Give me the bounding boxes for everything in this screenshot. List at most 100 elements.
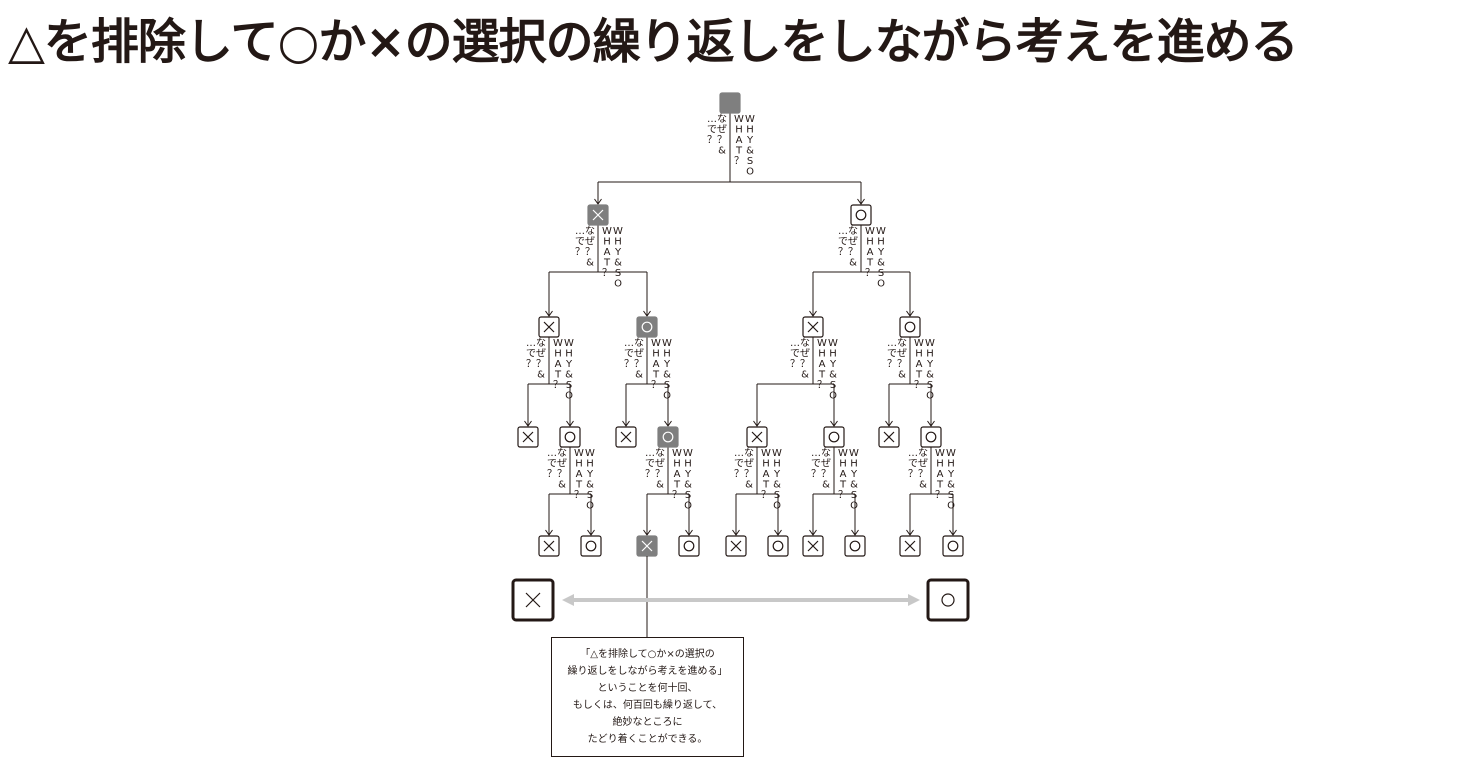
arrow-head [906, 529, 914, 536]
circle-icon [641, 321, 653, 333]
arrow-head [885, 420, 893, 427]
label-then: …で？ [707, 114, 717, 146]
arrow-head [594, 198, 602, 205]
label-why: なぜ？& [897, 337, 907, 381]
arrow-head [545, 529, 553, 536]
label-then: …で？ [645, 448, 655, 480]
cross-icon [751, 431, 763, 443]
arrow-head [851, 529, 859, 536]
arrow-head [753, 420, 761, 427]
label-why: なぜ？& [536, 337, 546, 381]
node-circle [767, 535, 789, 557]
cross-icon [592, 209, 604, 221]
arrow-head [643, 310, 651, 317]
label-why: なぜ？& [717, 113, 727, 157]
circle-icon [925, 431, 937, 443]
cross-icon [730, 540, 742, 552]
arrow-head [622, 420, 630, 427]
node-circle [580, 535, 602, 557]
explanation-box: 「△を排除して○か×の選択の 繰り返しをしながら考えを進める」 ということを何十… [551, 637, 744, 757]
node-circle [636, 316, 658, 338]
arrow-head [566, 420, 574, 427]
note-line-4: もしくは、何百回も繰り返して、 [572, 700, 723, 711]
note-line-2: 繰り返しをしながら考えを進める」 [567, 666, 728, 677]
arrow-head [906, 310, 914, 317]
arrow-head [809, 529, 817, 536]
range-arrow-left [562, 594, 574, 606]
cross-icon [525, 592, 541, 608]
circle-icon [904, 321, 916, 333]
node-circle [899, 316, 921, 338]
range-arrow-right [908, 594, 920, 606]
cross-icon [620, 431, 632, 443]
label-then: …で？ [547, 448, 557, 480]
arrow-head [643, 529, 651, 536]
circle-icon [947, 540, 959, 552]
circle-icon [828, 431, 840, 443]
node-circle [657, 426, 679, 448]
label-then: …で？ [887, 338, 897, 370]
label-then: …で？ [575, 226, 585, 258]
cross-icon [543, 321, 555, 333]
circle-icon [683, 540, 695, 552]
label-then: …で？ [811, 448, 821, 480]
arrow-head [857, 198, 865, 205]
note-line-3: ということを何十回、 [597, 683, 698, 694]
cross-icon [641, 540, 653, 552]
label-why: なぜ？& [557, 447, 567, 491]
arrow-head [587, 529, 595, 536]
arrow-head [949, 529, 957, 536]
label-then: …で？ [526, 338, 536, 370]
node-circle [823, 426, 845, 448]
node-circle [920, 426, 942, 448]
label-then: …で？ [624, 338, 634, 370]
cross-icon [543, 540, 555, 552]
circle-icon [585, 540, 597, 552]
circle-icon [564, 431, 576, 443]
arrow-head [927, 420, 935, 427]
label-why: なぜ？& [655, 447, 665, 491]
arrow-head [809, 310, 817, 317]
arrow-head [545, 310, 553, 317]
label-why: なぜ？& [848, 225, 858, 269]
node-circle [844, 535, 866, 557]
label-why: なぜ？& [634, 337, 644, 381]
circle-icon [855, 209, 867, 221]
cross-icon [904, 540, 916, 552]
arrow-head [524, 420, 532, 427]
label-why: なぜ？& [821, 447, 831, 491]
node-circle [850, 204, 872, 226]
note-line-1: 「△を排除して○か×の選択の [580, 649, 715, 660]
node-circle [942, 535, 964, 557]
note-line-6: たどり着くことができる。 [587, 734, 708, 745]
circle-icon [941, 593, 955, 607]
arrow-head [774, 529, 782, 536]
arrow-head [830, 420, 838, 427]
label-why: なぜ？& [585, 225, 595, 269]
label-why: なぜ？& [744, 447, 754, 491]
arrow-head [685, 529, 693, 536]
circle-icon [662, 431, 674, 443]
label-then: …で？ [734, 448, 744, 480]
circle-icon [772, 540, 784, 552]
cross-icon [522, 431, 534, 443]
